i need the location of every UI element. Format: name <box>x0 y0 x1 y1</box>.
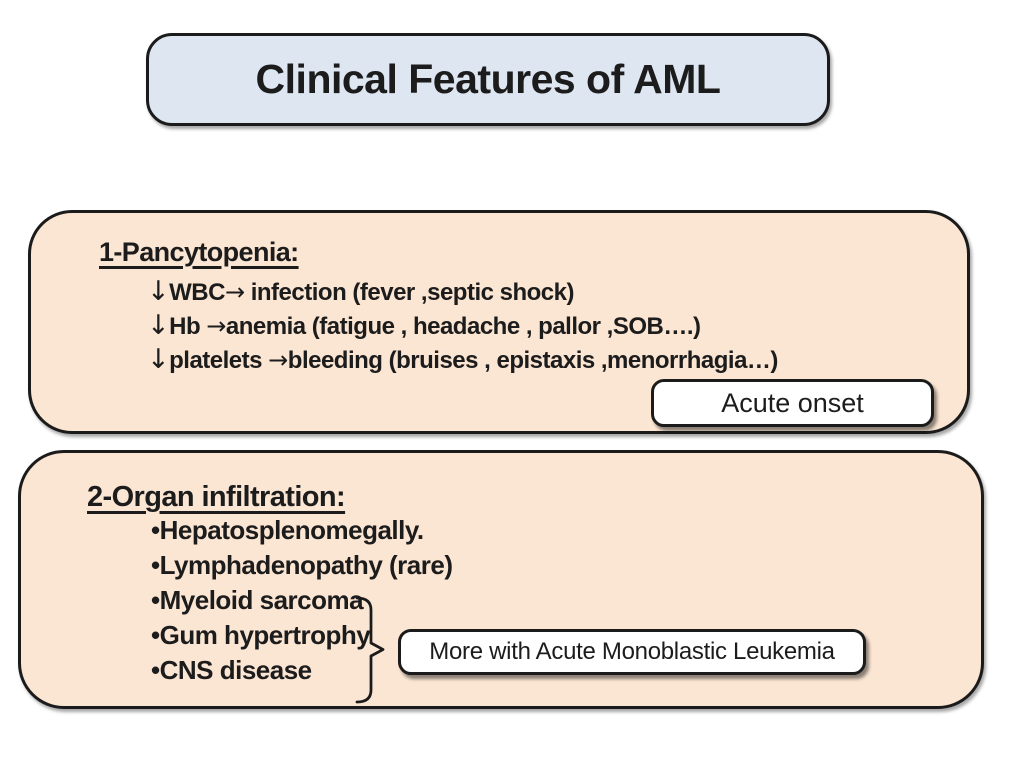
panel-pancytopenia: 1-Pancytopenia: ↓WBC→ infection (fever ,… <box>28 210 970 434</box>
list-item: •CNS disease <box>151 653 452 688</box>
symptom-line-lead: Hb <box>169 313 207 340</box>
bullet-icon: • <box>151 585 160 615</box>
list-item-label: Myeloid sarcoma <box>159 585 364 615</box>
down-arrow-icon: ↓ <box>147 344 170 375</box>
list-item: •Gum hypertrophy <box>151 618 452 653</box>
list-item-label: Hepatosplenomegally. <box>159 515 425 545</box>
bullet-icon: • <box>151 620 160 650</box>
down-arrow-icon: ↓ <box>147 310 170 341</box>
list-item-label: CNS disease <box>159 655 313 685</box>
slide-title: Clinical Features of AML <box>255 56 721 102</box>
list-item: •Myeloid sarcoma <box>151 583 452 618</box>
symptom-line-wbc: ↓WBC→ infection (fever ,septic shock) <box>147 275 778 309</box>
right-arrow-icon: → <box>224 278 245 306</box>
list-item: •Lymphadenopathy (rare) <box>151 548 453 583</box>
symptom-line-platelets: ↓platelets →bleeding (bruises , epistaxi… <box>147 343 778 377</box>
down-arrow-icon: ↓ <box>147 276 170 307</box>
symptom-line-lead: platelets <box>169 347 269 374</box>
pancytopenia-lines: ↓WBC→ infection (fever ,septic shock) ↓H… <box>147 275 778 377</box>
bullet-icon: • <box>151 655 160 685</box>
panel-organ-infiltration: 2-Organ infiltration: •Hepatosplenomegal… <box>18 450 984 709</box>
symptom-line-lead: WBC <box>169 279 225 306</box>
list-item: •Hepatosplenomegally. <box>151 513 452 548</box>
callout-acute-onset-label: Acute onset <box>721 387 864 418</box>
bullet-icon: • <box>151 550 160 580</box>
right-brace-icon <box>355 596 385 704</box>
callout-acute-onset: Acute onset <box>651 379 934 427</box>
right-arrow-icon: → <box>206 312 226 340</box>
symptom-line-hb: ↓Hb →anemia (fatigue , headache , pallor… <box>147 309 778 343</box>
slide-title-box: Clinical Features of AML <box>146 33 830 126</box>
list-item-label: Gum hypertrophy <box>159 620 371 650</box>
organ-infiltration-heading: 2-Organ infiltration: <box>87 481 346 513</box>
list-item-label: Lymphadenopathy (rare) <box>159 550 453 580</box>
organ-infiltration-list: •Hepatosplenomegally. •Lymphadenopathy (… <box>151 513 453 688</box>
callout-monoblastic: More with Acute Monoblastic Leukemia <box>398 629 866 675</box>
symptom-line-rest: anemia (fatigue , headache , pallor ,SOB… <box>225 313 701 340</box>
symptom-line-rest: bleeding (bruises , epistaxis ,menorrhag… <box>287 347 779 374</box>
callout-monoblastic-label: More with Acute Monoblastic Leukemia <box>429 638 835 665</box>
pancytopenia-heading: 1-Pancytopenia: <box>99 237 299 267</box>
symptom-line-rest: infection (fever ,septic shock) <box>244 279 575 306</box>
right-arrow-icon: → <box>268 346 288 374</box>
bullet-icon: • <box>151 515 160 545</box>
